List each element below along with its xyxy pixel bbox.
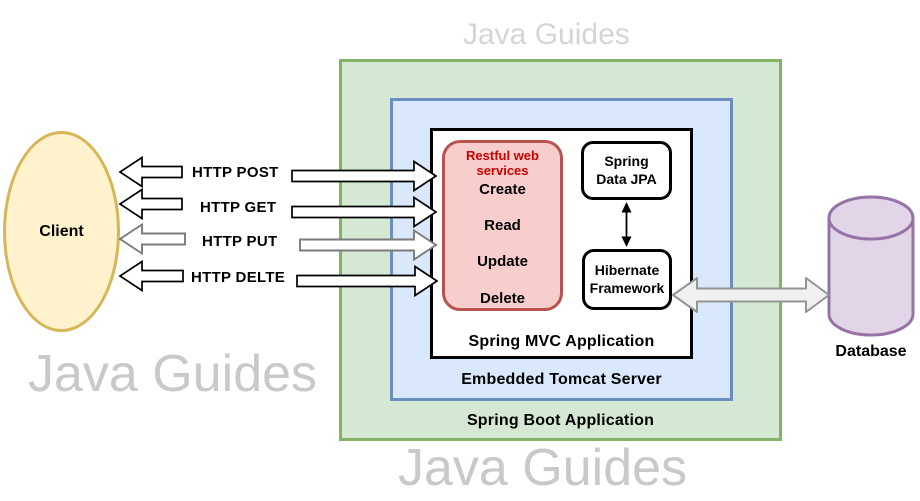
watermark-left: Java Guides [28,345,318,403]
spring-boot-application-label: Spring Boot Application [466,412,655,429]
client-ellipse: Client [3,131,120,332]
crud-delete-label: Delete [479,290,526,307]
database-label: Database [835,343,907,360]
spring-data-jpa-box: Spring Data JPA [581,141,672,200]
http-put-arrow-left-icon [118,222,186,256]
restful-web-services-title: Restful web services [466,148,539,179]
http-get-arrow-left-icon [118,187,183,221]
embedded-tomcat-server-label: Embedded Tomcat Server [461,371,662,388]
crud-create-label: Create [479,181,526,198]
hibernate-framework-box: Hibernate Framework [582,249,672,310]
http-post-arrow-left-icon [118,155,183,189]
restful-web-services-box: Restful web services Create Read Update … [442,140,563,311]
http-post-label: HTTP POST [192,164,279,181]
http-put-label: HTTP PUT [202,233,278,250]
http-delete-label: HTTP DELTE [191,269,286,286]
crud-update-label: Update [477,253,528,270]
watermark-top: Java Guides [463,18,630,51]
spring-mvc-application-label: Spring MVC Application [468,333,655,350]
http-delete-arrow-left-icon [118,259,184,293]
watermark-bottom: Java Guides [398,439,688,497]
database-cylinder-icon [827,195,915,337]
spring-data-jpa-label: Spring Data JPA [596,153,657,187]
client-label: Client [39,222,84,240]
crud-read-label: Read [484,217,521,234]
hibernate-framework-label: Hibernate Framework [589,262,665,296]
http-get-label: HTTP GET [200,199,277,216]
